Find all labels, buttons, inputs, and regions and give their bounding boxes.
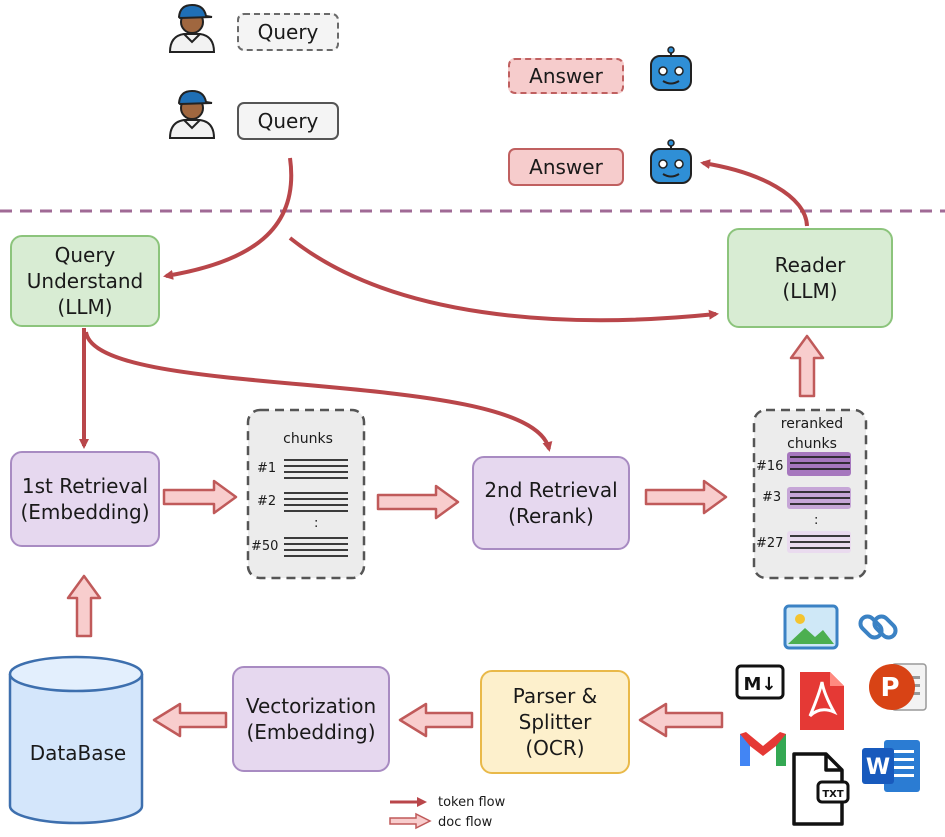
powerpoint-file-icon: P [869,663,927,711]
database-cylinder: DataBase [8,655,144,825]
doc-arrow-second-to-reranked [644,479,728,515]
vectorization-node: Vectorization (Embedding) [232,666,390,772]
powerpoint-icon-label: P [880,673,899,703]
legend: token flow doc flow [389,795,506,830]
reranked-title: reranked [781,416,843,432]
chunks-title: chunks [283,431,333,447]
query-draft-box: Query [237,13,339,51]
token-arrow-understand-to-second [84,331,553,452]
word-icon-label: W [866,755,890,780]
chunks-panel: chunks #1 #2 : #50 [246,408,366,580]
token-arrow-query-to-reader [288,236,719,323]
legend-token-label: token flow [438,795,506,810]
chunk-label: #50 [251,539,278,554]
legend-doc-label: doc flow [438,815,493,830]
doc-arrow-chunks-to-second [376,484,460,520]
reranked-chunk-label: #16 [756,459,783,474]
word-file-icon: W [862,740,920,792]
doc-arrow-parser-to-vector [398,702,474,738]
second-retrieval-node: 2nd Retrieval (Rerank) [472,456,630,550]
doc-arrow-first-to-chunks [162,479,238,515]
user-avatar-icon [168,3,216,53]
answer-box: Answer [508,148,624,186]
parser-splitter-node: Parser & Splitter (OCR) [480,670,630,774]
robot-icon [650,139,692,184]
doc-arrow-vector-to-database [152,702,228,738]
markdown-file-icon: M↓ [735,664,785,700]
doc-arrow-reranked-to-reader [789,334,825,398]
chunk-label: #2 [257,494,276,509]
doc-arrow-files-to-parser [638,702,724,738]
chunk-label: : [314,516,318,531]
txt-icon-label: TXT [822,789,844,800]
legend-doc-arrow [389,812,432,830]
link-icon [858,614,898,640]
reranked-lines [790,456,850,549]
query-box: Query [237,102,339,140]
markdown-icon-label: M↓ [744,674,777,695]
reader-node: Reader (LLM) [727,228,893,328]
reranked-title: chunks [787,436,837,452]
reranked-chunk-label: : [814,513,818,528]
chunk-label: #1 [257,461,276,476]
doc-arrow-database-to-first [66,574,102,638]
image-file-icon [783,604,839,650]
user-avatar-icon [168,89,216,139]
answer-draft-box: Answer [508,58,624,94]
chunk-lines [284,459,348,557]
token-arrow-query-to-understand [163,157,294,280]
reranked-chunks-panel: reranked chunks #16 #3 : #27 [752,408,868,580]
first-retrieval-node: 1st Retrieval (Embedding) [10,451,160,547]
txt-file-icon: TXT [792,752,850,826]
gmail-icon [740,732,786,766]
token-arrow-reader-to-answer [700,159,809,227]
query-understand-node: Query Understand (LLM) [10,235,160,327]
pdf-file-icon [800,672,844,730]
reranked-chunk-label: #27 [756,536,783,551]
reranked-highlight [787,452,851,476]
database-label: DataBase [30,741,126,765]
reranked-chunk-label: #3 [762,490,781,505]
robot-icon [650,46,692,91]
